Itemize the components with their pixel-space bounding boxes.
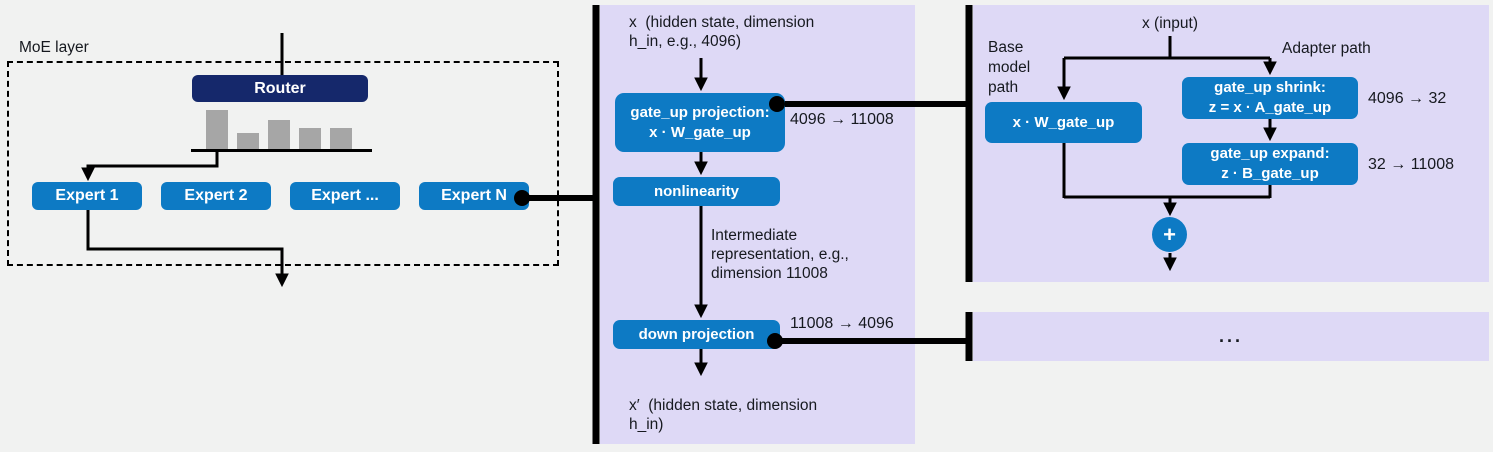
router-weights-axis bbox=[191, 149, 372, 152]
expand-dims-label: 32 → 11008 bbox=[1368, 156, 1454, 173]
adapter-path-label: Adapter path bbox=[1282, 40, 1371, 57]
gate-up-projection-box: gate_up projection: x · W_gate_up bbox=[615, 93, 785, 152]
intermediate-representation-label: Intermediate representation, e.g., dimen… bbox=[711, 227, 849, 282]
router-weight-bar bbox=[299, 128, 321, 149]
sum-node: + bbox=[1152, 217, 1187, 252]
gate-up-shrink-box: gate_up shrink: z = x · A_gate_up bbox=[1182, 77, 1358, 119]
base-weight-box: x · W_gate_up bbox=[985, 102, 1142, 143]
down-projection-box: down projection bbox=[613, 320, 780, 349]
nonlinearity-box: nonlinearity bbox=[613, 177, 780, 206]
expert-2-box: Expert 2 bbox=[161, 182, 271, 210]
moe-layer-title: MoE layer bbox=[19, 39, 89, 56]
hidden-state-output-label: x′ (hidden state, dimension h_in) bbox=[629, 397, 818, 433]
gate-up-dims-label: 4096 → 11008 bbox=[790, 111, 894, 128]
adapter-input-label: x (input) bbox=[1142, 15, 1198, 32]
router-weight-bar bbox=[330, 128, 352, 149]
router-weight-bar bbox=[206, 110, 228, 149]
hidden-state-input-label: x (hidden state, dimension h_in, e.g., 4… bbox=[629, 14, 815, 50]
ellipsis-panel: ... bbox=[973, 312, 1489, 361]
ellipsis-label: ... bbox=[1218, 326, 1243, 346]
gate-up-expand-box: gate_up expand: z · B_gate_up bbox=[1182, 143, 1358, 185]
expert-detail-panel bbox=[600, 5, 915, 444]
expert-n-box: Expert N bbox=[419, 182, 529, 210]
shrink-dims-label: 4096 → 32 bbox=[1368, 90, 1447, 107]
down-dims-label: 11008 → 4096 bbox=[790, 315, 894, 332]
moe-layer-boundary bbox=[7, 61, 559, 266]
base-model-path-label: Base model path bbox=[988, 39, 1031, 96]
expert-1-box: Expert 1 bbox=[32, 182, 142, 210]
router-weight-bar bbox=[268, 120, 290, 149]
router-weights-chart bbox=[206, 110, 352, 149]
router-box: Router bbox=[192, 75, 368, 102]
router-weight-bar bbox=[237, 133, 259, 149]
expert-ellipsis-box: Expert ... bbox=[290, 182, 400, 210]
